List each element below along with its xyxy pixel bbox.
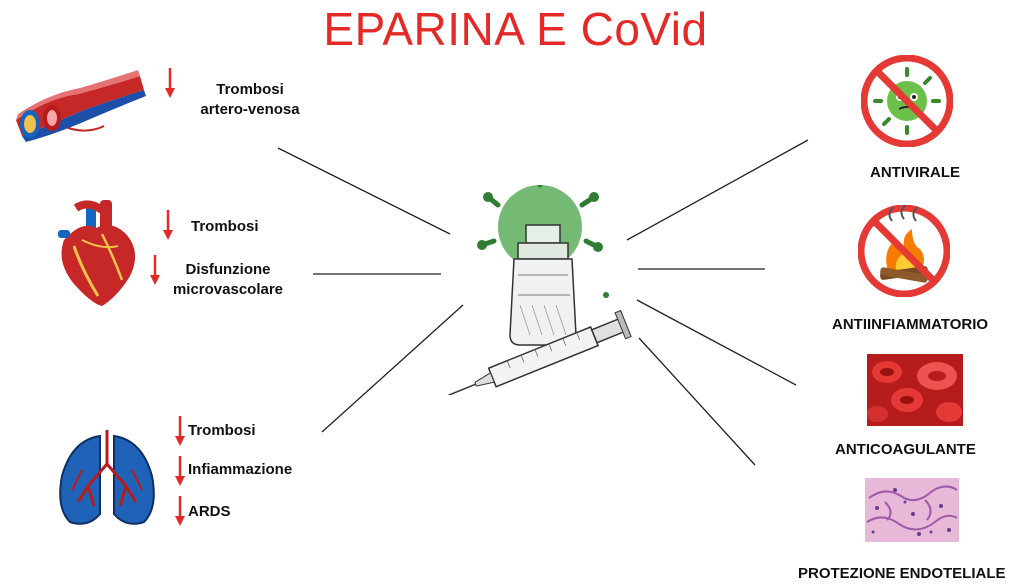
heart-label-3: microvascolare <box>158 280 298 300</box>
heart-label-group: Disfunzione microvascolare <box>158 260 298 300</box>
heart-label-1: Trombosi <box>191 217 259 237</box>
endothelial-label: PROTEZIONE ENDOTELIALE <box>798 564 1006 584</box>
connector-endothelial <box>639 338 755 465</box>
lungs-icon <box>52 430 162 530</box>
down-arrow-icon <box>175 456 185 486</box>
lungs-label-2: Infiammazione <box>188 460 292 480</box>
vessel-label: Trombosi artero-venosa <box>180 80 320 120</box>
connector-anticoagulant <box>637 300 796 385</box>
lungs-label-3: ARDS <box>188 502 231 522</box>
down-arrow-icon <box>175 496 185 526</box>
heparin-vial-syringe-icon <box>448 185 643 395</box>
lungs-label-1: Trombosi <box>188 421 256 441</box>
vessel-label-2: artero-venosa <box>180 100 320 120</box>
antiviral-label: ANTIVIRALE <box>870 163 960 183</box>
connector-antiviral <box>627 140 808 240</box>
down-arrow-icon <box>175 416 185 446</box>
red-blood-cells-icon <box>867 354 963 426</box>
vessel-label-1: Trombosi <box>180 80 320 100</box>
blood-vessel-icon <box>8 68 148 148</box>
heart-icon <box>52 200 142 310</box>
connector-lungs <box>322 305 463 432</box>
endothelium-histology-icon <box>865 478 959 542</box>
no-fire-icon <box>858 205 950 297</box>
no-virus-icon <box>861 55 953 147</box>
connector-vessel <box>278 148 450 234</box>
heart-label-2: Disfunzione <box>158 260 298 280</box>
down-arrow-icon <box>163 210 173 240</box>
anticoagulant-label: ANTICOAGULANTE <box>835 440 976 460</box>
antiinflammatory-label: ANTIINFIAMMATORIO <box>832 315 988 335</box>
down-arrow-icon <box>165 68 175 98</box>
